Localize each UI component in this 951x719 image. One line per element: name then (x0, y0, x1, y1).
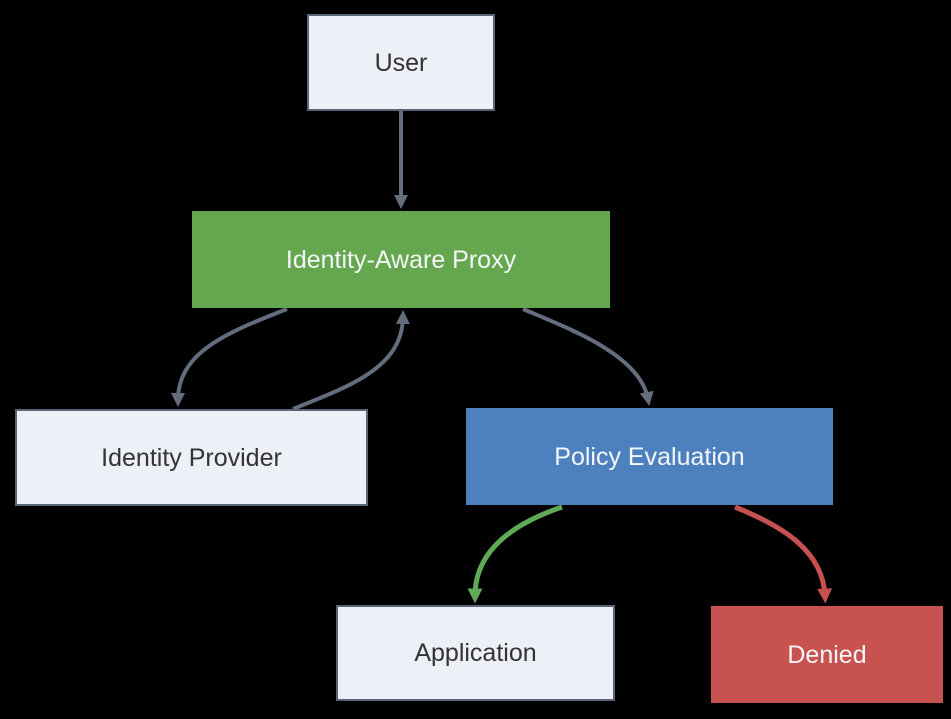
node-identity-provider: Identity Provider (15, 409, 368, 506)
node-application-label: Application (414, 639, 537, 667)
node-identity-aware-proxy-label: Identity-Aware Proxy (285, 245, 517, 274)
node-identity-provider-label: Identity Provider (101, 443, 282, 472)
node-application: Application (336, 605, 615, 701)
node-policy-evaluation-label: Policy Evaluation (554, 442, 745, 471)
edge-policy-to-denied (734, 504, 833, 604)
node-user: User (307, 14, 495, 111)
node-policy-evaluation: Policy Evaluation (466, 408, 833, 505)
node-identity-aware-proxy: Identity-Aware Proxy (192, 211, 610, 308)
edge-iap-to-idp (171, 307, 288, 407)
node-user-label: User (374, 48, 428, 77)
node-denied-label: Denied (787, 640, 867, 669)
node-denied: Denied (711, 606, 943, 703)
edge-iap-to-policy (522, 307, 654, 406)
edge-idp-to-iap (292, 310, 410, 411)
edge-policy-to-application (467, 504, 563, 604)
